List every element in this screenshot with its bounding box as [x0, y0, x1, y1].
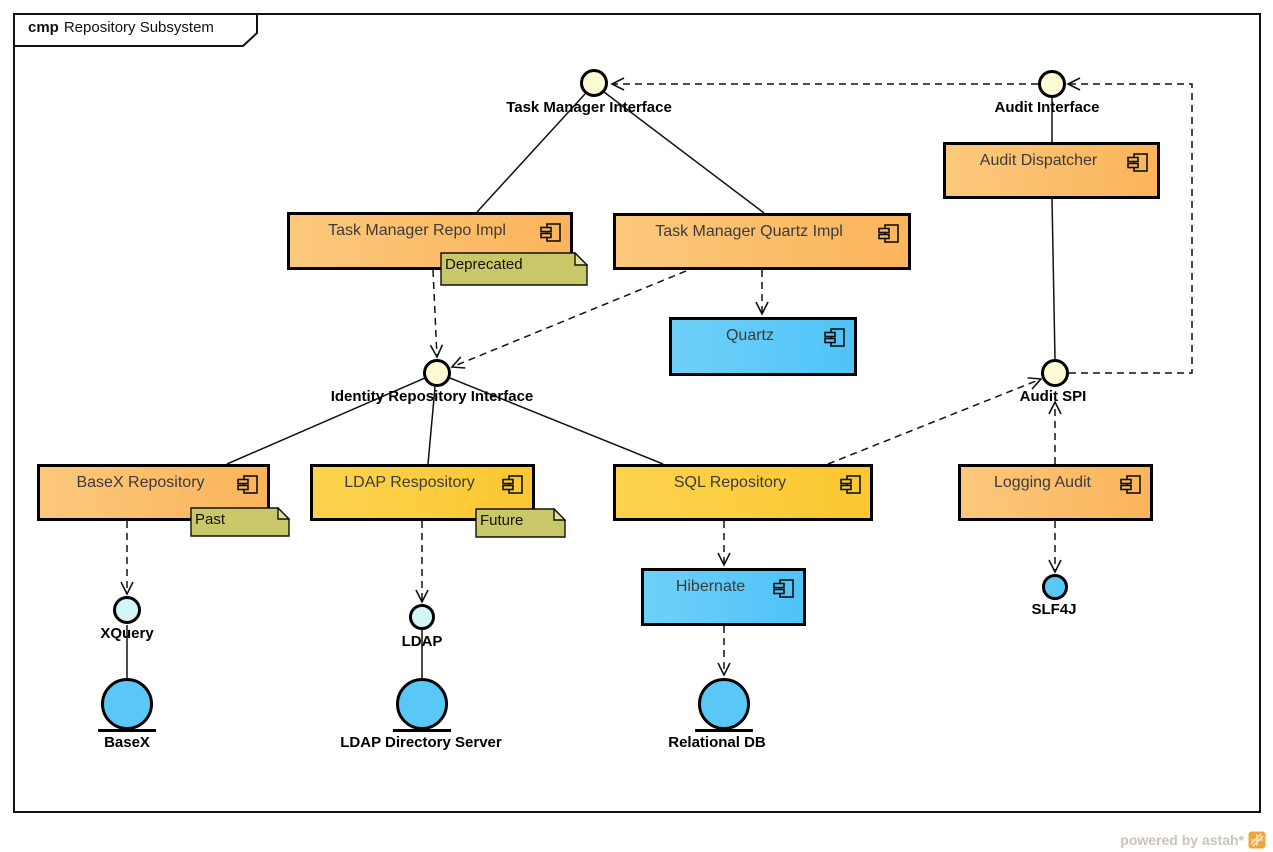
note-shape [190, 506, 291, 537]
component-hibernate[interactable]: Hibernate [641, 568, 806, 626]
astah-logo-icon [1248, 831, 1266, 849]
note-future[interactable]: Future [475, 507, 567, 538]
interface-ball-identity-repository-interface[interactable] [423, 359, 451, 387]
node-label-relational-db: Relational DB [668, 734, 766, 751]
edge-tmi-to-task-manager-repo-impl[interactable] [476, 93, 586, 213]
component-label: Audit Dispatcher [979, 152, 1098, 169]
component-label: Task Manager Quartz Impl [655, 223, 843, 240]
component-icon [824, 328, 845, 347]
interface-label-audit-interface: Audit Interface [994, 99, 1100, 116]
interface-ball-audit-interface[interactable] [1038, 70, 1066, 98]
frame-tab-shape [13, 13, 258, 47]
note-text: Past [195, 511, 226, 528]
note-deprecated[interactable]: Deprecated [440, 251, 589, 286]
interface-ball-task-manager-interface[interactable] [580, 69, 608, 97]
interface-ball-audit-spi[interactable] [1041, 359, 1069, 387]
component-icon [773, 579, 794, 598]
note-text: Deprecated [445, 256, 523, 273]
interface-label-identity-repository-interface: Identity Repository Interface [330, 388, 534, 405]
edge-dependency-audit-spi-to-audit-interface[interactable] [1066, 77, 1193, 374]
component-icon [1120, 475, 1141, 494]
frame-keyword: cmp [28, 19, 59, 36]
interface-label-xquery: XQuery [100, 625, 154, 642]
component-ldap-repository[interactable]: LDAP Respository [310, 464, 535, 521]
component-icon [237, 475, 258, 494]
node-ball-basex[interactable] [101, 678, 153, 730]
edge-audit-dispatcher-to-audit-spi[interactable] [1051, 198, 1056, 360]
diagram-frame [13, 13, 1261, 813]
component-quartz[interactable]: Quartz [669, 317, 857, 376]
interface-label-slf4j: SLF4J [1031, 601, 1077, 618]
edge-iri-to-ldap-repository[interactable] [427, 386, 436, 465]
interface-label-audit-spi: Audit SPI [1019, 388, 1087, 405]
interface-label-ldap: LDAP [401, 633, 443, 650]
component-icon [878, 224, 899, 243]
node-ball-ldap-directory-server[interactable] [396, 678, 448, 730]
edge-iri-to-basex-repository[interactable] [226, 377, 426, 465]
edge-iri-to-sql-repository[interactable] [449, 377, 664, 465]
component-icon [840, 475, 861, 494]
interface-label-task-manager-interface: Task Manager Interface [506, 99, 672, 116]
edge-tmi-to-task-manager-quartz-impl[interactable] [603, 91, 765, 214]
component-icon [1127, 153, 1148, 172]
component-audit-dispatcher[interactable]: Audit Dispatcher [943, 142, 1160, 199]
interface-ball-slf4j[interactable] [1042, 574, 1068, 600]
edge-dependency-repo-impl-to-iri[interactable] [429, 269, 444, 359]
component-label: BaseX Repository [76, 474, 205, 491]
note-past[interactable]: Past [190, 506, 291, 537]
component-label: Hibernate [675, 578, 746, 595]
component-label: SQL Repository [673, 474, 787, 491]
component-label: Logging Audit [994, 474, 1091, 491]
component-label: LDAP Respository [344, 474, 475, 491]
component-sql-repository[interactable]: SQL Repository [613, 464, 873, 521]
component-label: Quartz [725, 327, 774, 344]
node-line-relational-db [695, 729, 753, 732]
note-shape [440, 251, 589, 286]
interface-ball-ldap[interactable] [409, 604, 435, 630]
frame-title-text: Repository Subsystem [63, 19, 214, 36]
note-text: Future [480, 512, 524, 529]
node-label-basex: BaseX [104, 734, 150, 751]
node-line-ldap-directory-server [393, 729, 451, 732]
watermark: powered by astah* [1120, 831, 1266, 849]
component-logging-audit[interactable]: Logging Audit [958, 464, 1153, 521]
edge-dependency-sql-repository-to-audit-spi[interactable] [827, 377, 1043, 465]
watermark-text: powered by astah* [1120, 832, 1244, 848]
component-icon [540, 223, 561, 242]
interface-ball-xquery[interactable] [113, 596, 141, 624]
note-shape [475, 507, 567, 538]
edge-dependency-quartz-impl-to-iri[interactable] [450, 270, 687, 369]
node-line-basex [98, 729, 156, 732]
component-label: Task Manager Repo Impl [328, 222, 506, 239]
component-task-manager-quartz-impl[interactable]: Task Manager Quartz Impl [613, 213, 911, 270]
component-icon [502, 475, 523, 494]
node-label-ldap-directory-server: LDAP Directory Server [340, 734, 502, 751]
node-ball-relational-db[interactable] [698, 678, 750, 730]
